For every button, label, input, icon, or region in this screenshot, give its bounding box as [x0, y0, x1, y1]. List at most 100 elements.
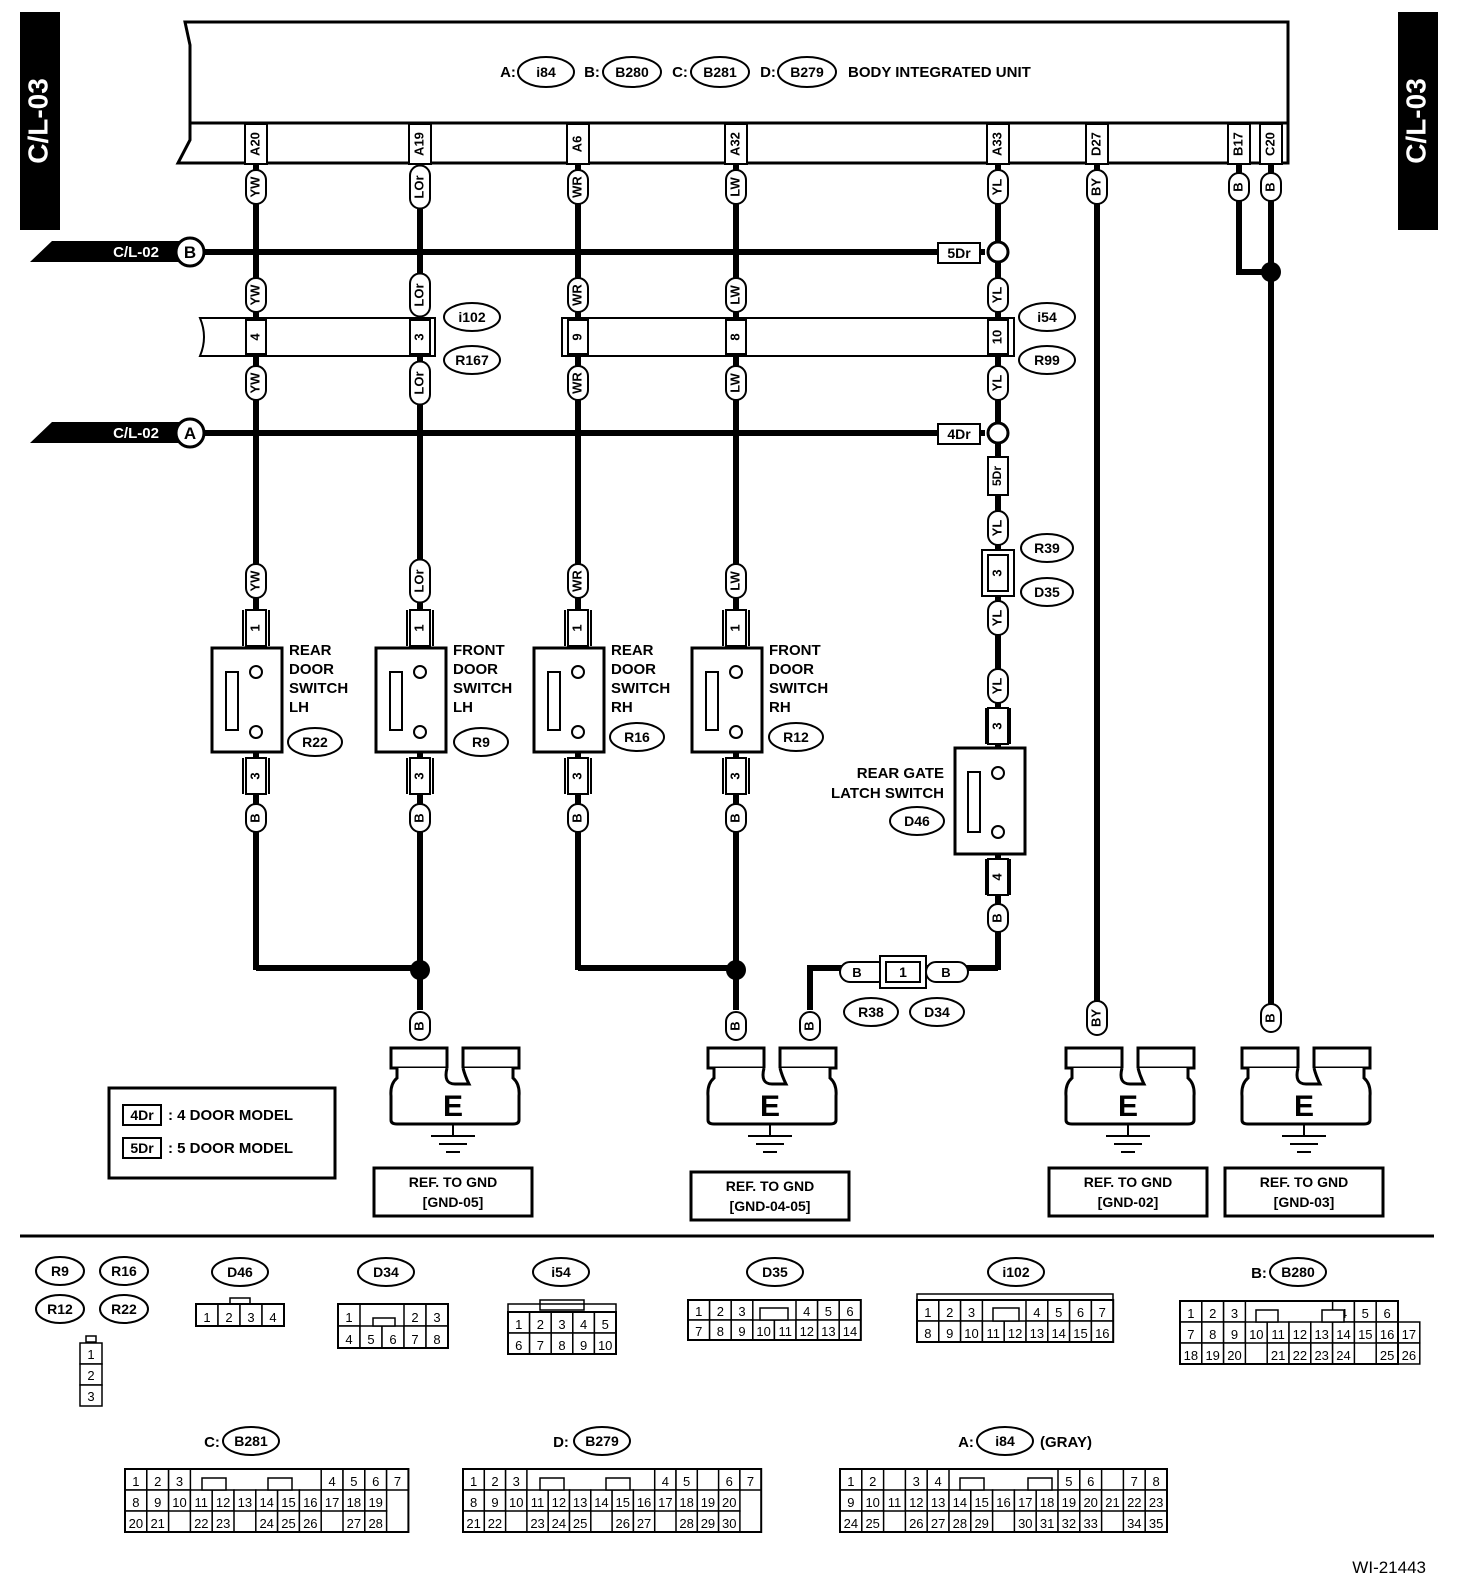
wire-color-label: WR: [567, 169, 589, 205]
svg-text:33: 33: [1083, 1516, 1097, 1531]
svg-text:10: 10: [598, 1338, 612, 1353]
svg-text:11: 11: [888, 1495, 902, 1510]
svg-text:R167: R167: [455, 352, 489, 368]
svg-text:8: 8: [1152, 1474, 1159, 1489]
svg-text:YW: YW: [247, 570, 262, 592]
svg-text:10: 10: [509, 1495, 523, 1510]
ground-ref: REF. TO GND: [1260, 1174, 1348, 1190]
svg-text:19: 19: [368, 1495, 382, 1510]
svg-text:LOr: LOr: [411, 569, 426, 592]
svg-text:8: 8: [470, 1495, 477, 1510]
svg-text:2: 2: [491, 1474, 498, 1489]
svg-text:4: 4: [345, 1332, 352, 1347]
ground-ref-id: [GND-05]: [423, 1194, 484, 1210]
svg-text:6: 6: [1383, 1306, 1390, 1321]
svg-text:28: 28: [679, 1516, 693, 1531]
unit-connector-c: B281: [703, 64, 737, 80]
junction-dots: [410, 262, 1281, 980]
ground-ref: REF. TO GND: [726, 1178, 814, 1194]
svg-text:26: 26: [909, 1516, 923, 1531]
switch-label: RH: [611, 699, 633, 716]
svg-text:(GRAY): (GRAY): [1040, 1434, 1092, 1451]
svg-text:25: 25: [1380, 1348, 1394, 1363]
svg-text:16: 16: [637, 1495, 651, 1510]
pin-a6: A6: [569, 136, 584, 153]
svg-text:YL: YL: [989, 375, 1004, 392]
svg-text:1: 1: [203, 1310, 210, 1325]
svg-text:24: 24: [844, 1516, 858, 1531]
svg-text:18: 18: [1040, 1495, 1054, 1510]
svg-text:26: 26: [303, 1516, 317, 1531]
svg-text:3: 3: [727, 772, 742, 779]
svg-text:LATCH SWITCH: LATCH SWITCH: [831, 785, 944, 802]
svg-text:4: 4: [580, 1317, 587, 1332]
svg-text:D46: D46: [904, 813, 930, 829]
svg-text:i54: i54: [551, 1264, 571, 1280]
svg-text:B:: B:: [1251, 1265, 1267, 1282]
wire-color-labels: YWYWYWYWBLOrLOrLOrLOrBBWRWRWRWRBLWLWLWLW…: [245, 164, 1282, 1041]
svg-text:3: 3: [433, 1310, 440, 1325]
svg-text:1: 1: [847, 1474, 854, 1489]
svg-text:C/L-02: C/L-02: [113, 244, 159, 261]
switch-label: DOOR: [769, 661, 814, 678]
svg-text:7: 7: [695, 1324, 702, 1339]
svg-text:22: 22: [488, 1516, 502, 1531]
svg-text:B: B: [852, 965, 861, 980]
wire-color-label: LOr: [409, 164, 431, 210]
svg-text:32: 32: [1062, 1516, 1076, 1531]
svg-text:6: 6: [515, 1338, 522, 1353]
wire-color-label: BY: [1086, 169, 1108, 205]
ground-label: E: [1294, 1090, 1314, 1123]
svg-text:LW: LW: [727, 285, 742, 305]
svg-text:4: 4: [269, 1310, 276, 1325]
svg-text:16: 16: [996, 1495, 1010, 1510]
switch-label: REAR: [289, 642, 332, 659]
svg-text:11: 11: [531, 1495, 545, 1510]
svg-text:14: 14: [594, 1495, 608, 1510]
svg-text:26: 26: [616, 1516, 630, 1531]
svg-text:7: 7: [1099, 1305, 1106, 1320]
svg-text:: 5 DOOR MODEL: : 5 DOOR MODEL: [168, 1140, 293, 1157]
svg-text:3: 3: [913, 1474, 920, 1489]
svg-text:6: 6: [846, 1304, 853, 1319]
wire-color-label: LOr: [409, 272, 431, 318]
svg-text:19: 19: [1205, 1348, 1219, 1363]
svg-text:A:: A:: [500, 64, 516, 81]
svg-text:23: 23: [530, 1516, 544, 1531]
svg-text:C/L-02: C/L-02: [113, 425, 159, 442]
pin-a19: A19: [411, 132, 426, 156]
svg-text:12: 12: [552, 1495, 566, 1510]
svg-text:9: 9: [580, 1338, 587, 1353]
wire-color-label: YW: [245, 365, 267, 401]
unit-connector-a: i84: [536, 64, 556, 80]
svg-text:10: 10: [172, 1495, 186, 1510]
svg-text:18: 18: [679, 1495, 693, 1510]
svg-text:30: 30: [722, 1516, 736, 1531]
connector-r39-d35: 3 R39 D35: [981, 533, 1074, 607]
svg-text:1: 1: [1187, 1306, 1194, 1321]
ground-ref: REF. TO GND: [1084, 1174, 1172, 1190]
svg-text:R39: R39: [1034, 540, 1060, 556]
svg-text:8: 8: [132, 1495, 139, 1510]
svg-text:2: 2: [537, 1317, 544, 1332]
svg-text:6: 6: [372, 1474, 379, 1489]
svg-text:9: 9: [1231, 1327, 1238, 1342]
svg-text:13: 13: [1314, 1327, 1328, 1342]
svg-text:25: 25: [281, 1516, 295, 1531]
svg-text:10: 10: [756, 1324, 770, 1339]
svg-text:16: 16: [1095, 1326, 1109, 1341]
svg-text:WR: WR: [569, 284, 584, 306]
svg-text:WR: WR: [569, 176, 584, 198]
svg-text:7: 7: [537, 1338, 544, 1353]
svg-text:YW: YW: [247, 372, 262, 394]
wire-color-label: YW: [245, 563, 267, 599]
svg-text:10: 10: [865, 1495, 879, 1510]
svg-text:3: 3: [989, 569, 1004, 576]
svg-text:LW: LW: [727, 177, 742, 197]
